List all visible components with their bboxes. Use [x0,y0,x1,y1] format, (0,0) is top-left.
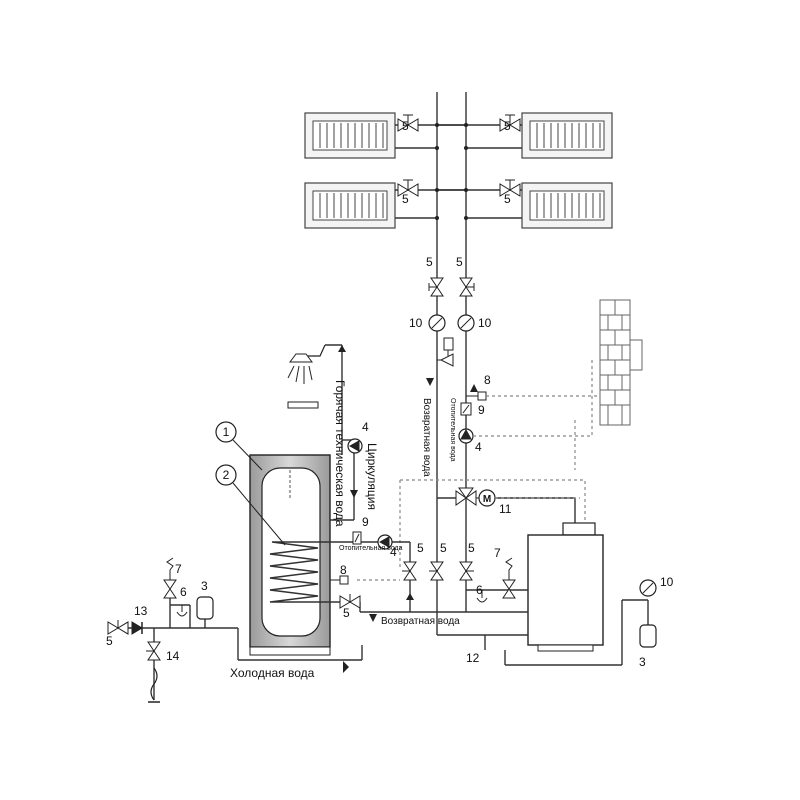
num-label: 6 [476,583,483,597]
num-label: 6 [180,585,187,599]
tank-valve-icon [339,594,361,609]
num-label: 10 [660,575,674,589]
expansion-outlet-icon [476,590,488,603]
num-label: 3 [639,655,646,669]
shutoff-valve-icon [402,561,417,581]
heating-coil [269,541,322,603]
num-label: 8 [484,373,491,387]
radiator-valve-icon [499,114,521,132]
riser-valve-icon [428,277,444,297]
arrow-up-icon [338,345,346,352]
num-label: 5 [504,192,511,206]
num-label: 5 [468,541,475,555]
label-cold-water: Холодная вода [230,666,315,680]
num-label: 7 [494,546,501,560]
label-circulation: Циркуляция [365,443,379,510]
arrow-down-icon [369,614,377,622]
num-label: 9 [478,403,485,417]
chimney-wall [599,299,643,426]
radiator-valve-icon [397,114,419,132]
num-label: 3 [201,579,208,593]
storage-tank [249,454,331,656]
num-label: 11 [499,502,512,516]
num-label: 5 [504,119,511,133]
motor-icon: M [476,489,496,507]
left-safety-valve-icon [163,557,177,599]
radiator-valve-icon [499,179,521,197]
expansion-tank-icon [639,624,657,648]
arrow-up-icon [470,384,478,392]
shower-head-icon [287,344,326,384]
coil-check-valve-icon [352,531,362,545]
label-hot-water: Горячая техническая вода [333,380,347,527]
num-label: 5 [456,255,463,269]
num-label: 5 [402,192,409,206]
coil-pump-icon [377,534,393,550]
num-label: 9 [362,515,369,529]
pressure-gauge-icon [457,314,475,332]
num-label: 4 [390,545,397,559]
num-label: 5 [440,541,447,555]
radiator-top-right [521,112,613,159]
arrow-up-icon [406,593,414,600]
left-expansion-tank-icon [196,596,214,620]
num-label: 5 [343,606,350,620]
num-label: 8 [340,563,347,577]
tank-air-vent-icon [330,575,349,585]
shutoff-valve-icon [429,561,444,581]
num-label: 10 [409,316,423,330]
arrow-right-icon [343,661,349,673]
svg-text:1: 1 [223,425,230,439]
num-label: 10 [478,316,492,330]
control-wiring [357,360,598,581]
boiler-safety-valve-icon [502,557,516,599]
num-label: 14 [166,649,180,663]
label-return-water-bottom: Возвратная вода [381,616,460,627]
num-label: 5 [417,541,424,555]
inlet-valve-icon [107,620,129,635]
far-gauge-icon [639,579,657,597]
shutoff-valve-icon [459,561,474,581]
motor-letter: M [483,494,491,505]
check-valve-icon [460,402,472,416]
sink-icon [287,401,319,409]
callout-coil: 2 [215,464,286,546]
left-drain-icon [176,605,188,617]
inlet-check-valve-icon [131,621,143,635]
num-label: 12 [466,651,480,665]
num-label: 4 [362,420,369,434]
num-label: 5 [426,255,433,269]
circulation-pump-icon [347,438,363,454]
heating-risers [395,92,522,612]
arrow-down-icon [350,490,358,498]
drain-trap-icon [150,667,158,701]
label-return-water-mid: Возвратная вода [421,398,432,477]
boiler [527,522,604,652]
label-heating-water-small: Отопительная вода [339,545,403,552]
radiator-bottom-left [304,182,396,229]
radiator-bottom-right [521,182,613,229]
num-label: 4 [475,440,482,454]
radiator-top-left [304,112,396,159]
num-label: 5 [106,634,113,648]
pressure-gauge-icon [428,314,446,332]
pump-icon [458,428,474,444]
num-label: 13 [134,604,148,618]
label-heating-water-mid: Отопительная вода [449,398,456,462]
air-vent-icon [466,391,487,401]
svg-text:2: 2 [223,468,230,482]
riser-valve-icon [459,277,475,297]
callout-tank: 1 [215,421,263,471]
arrow-down-icon [426,378,434,386]
safety-valve-icon [437,337,454,367]
num-label: 7 [175,562,182,576]
drain-valve-icon [146,641,161,661]
radiator-valve-icon [397,179,419,197]
num-label: 5 [402,119,409,133]
